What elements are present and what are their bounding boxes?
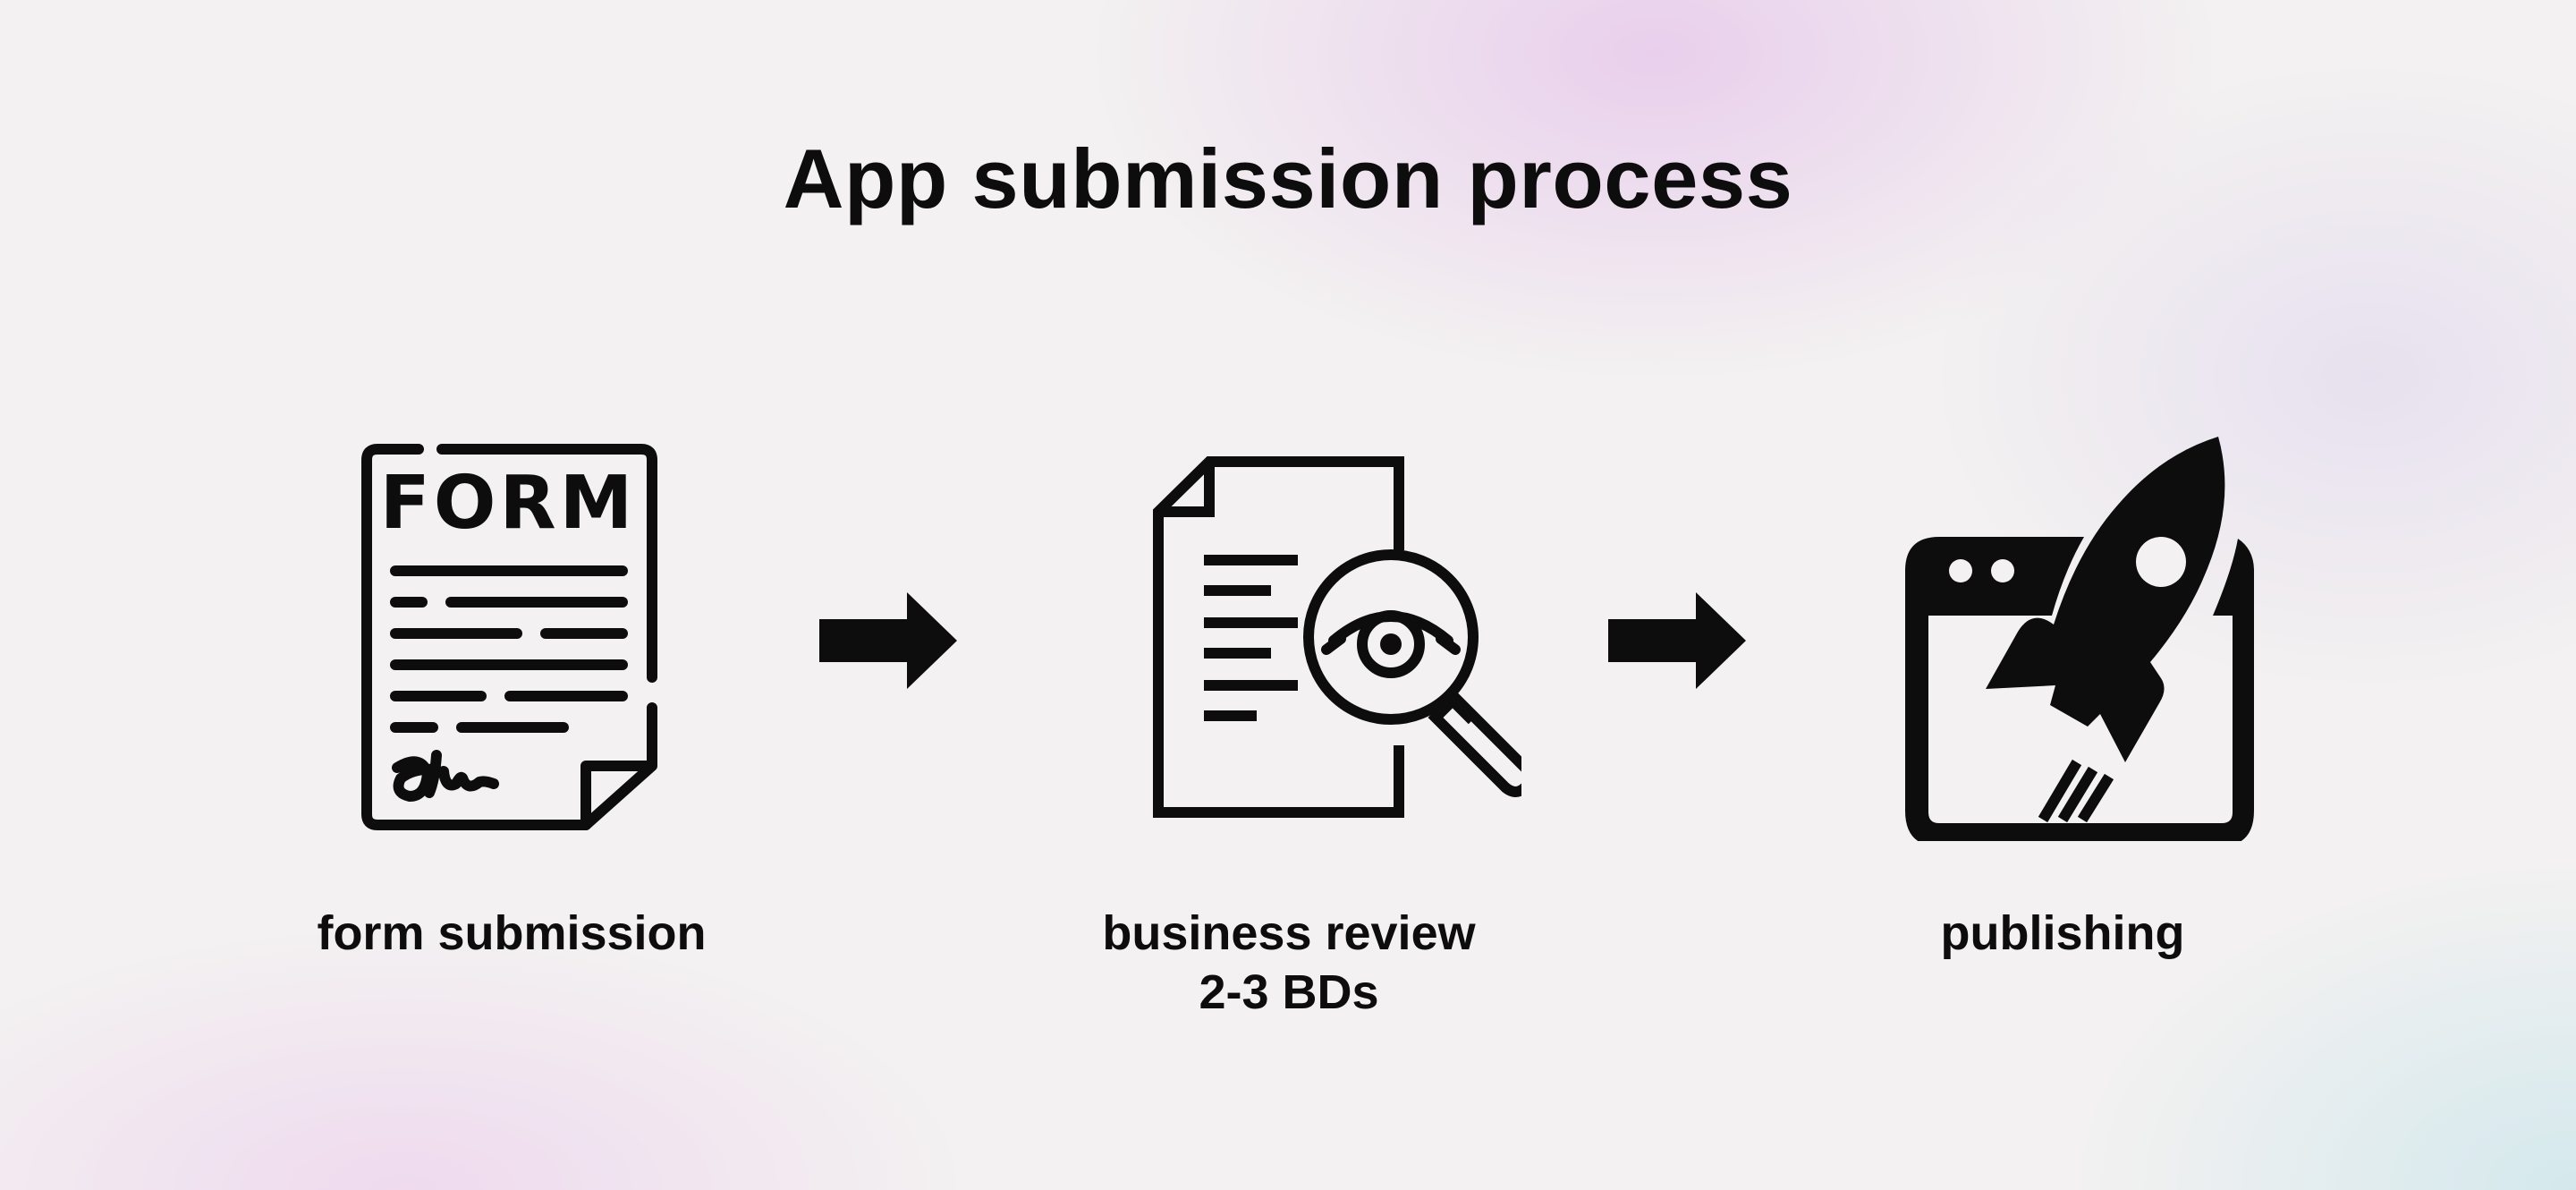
- step-label: publishing: [1940, 906, 2185, 960]
- diagram-title: App submission process: [783, 132, 1793, 225]
- step-label: form submission: [317, 906, 707, 960]
- arrow-right-icon: [1608, 592, 1746, 689]
- form-document-icon: FORM: [361, 444, 657, 830]
- step-publishing: publishing: [1750, 429, 2376, 963]
- document-magnifier-eye-icon: [1153, 456, 1521, 818]
- step-business-review: business review 2-3 BDs: [976, 429, 1602, 1022]
- step-duration: 2-3 BDs: [1199, 965, 1379, 1019]
- browser-rocket-icon: [1905, 437, 2254, 841]
- step-form-submission: FORM form submission: [199, 429, 825, 963]
- arrow-right-icon: [819, 592, 957, 689]
- step-label: business review: [1102, 906, 1476, 960]
- form-icon-text: FORM: [380, 461, 636, 546]
